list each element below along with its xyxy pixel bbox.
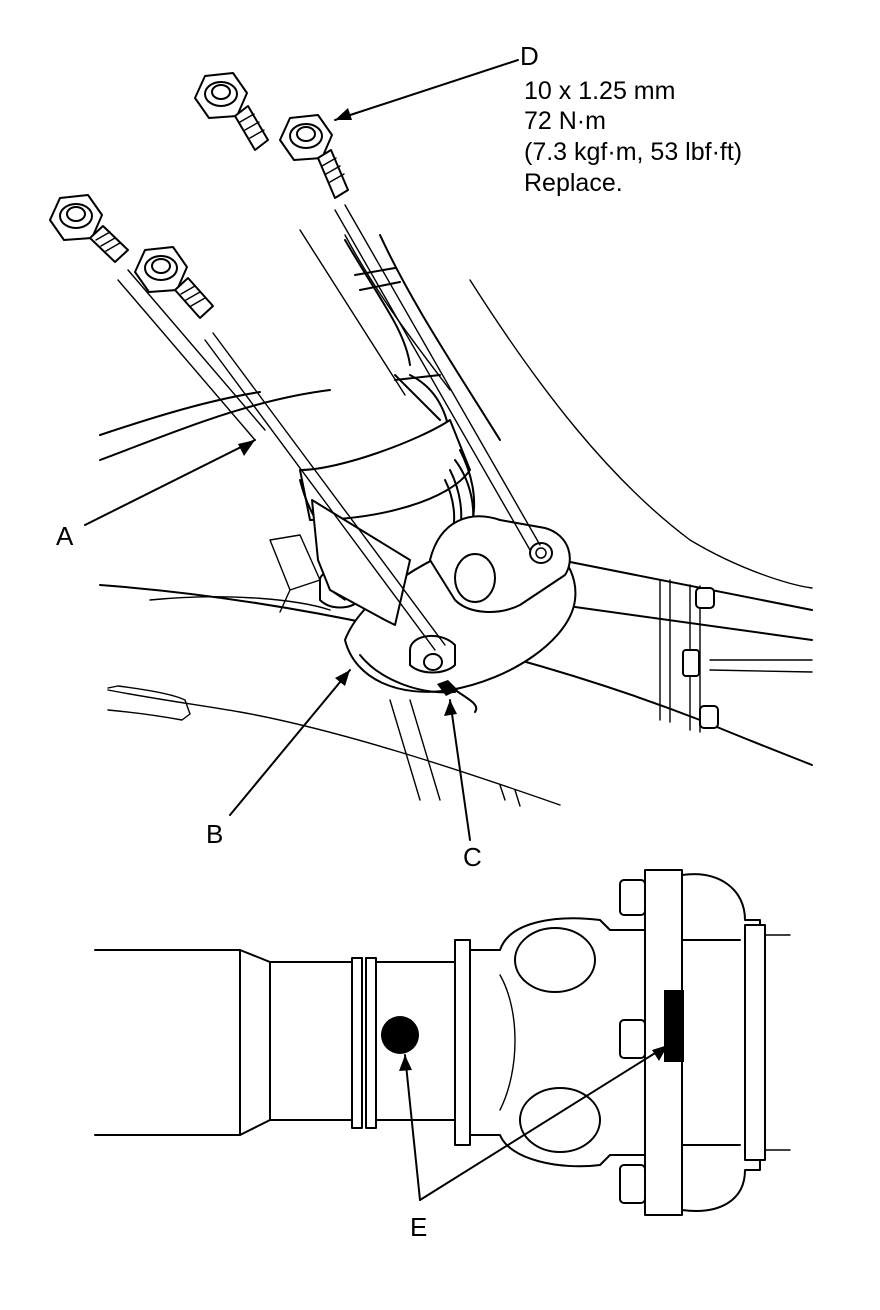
vehicle-underbody (99, 279, 813, 806)
bolt-1 (49, 194, 266, 441)
bolt-spec: 10 x 1.25 mm 72 N·m (7.3 kgf·m, 53 lbf·f… (524, 77, 742, 197)
bracket-a (311, 499, 411, 626)
bolt-2 (134, 246, 446, 651)
alignment-view (94, 869, 791, 1216)
bolt-torque-alt: (7.3 kgf·m, 53 lbf·ft) (524, 138, 742, 166)
exhaust-lines (389, 699, 521, 807)
paint-mark-shaft (381, 1016, 419, 1054)
bolt-torque-nm: 72 N·m (524, 107, 606, 135)
bolt-4 (279, 114, 541, 551)
callout-a: A (56, 521, 74, 551)
leader-lines-top (84, 59, 519, 841)
callout-b: B (206, 819, 223, 849)
frame-rail (524, 559, 813, 733)
bolt-note: Replace. (524, 169, 623, 197)
bolt-3 (194, 72, 269, 151)
callout-e: E (410, 1212, 427, 1242)
bolt-size: 10 x 1.25 mm (524, 77, 675, 105)
callout-d: D (520, 41, 539, 71)
propeller-shaft (299, 229, 501, 561)
installation-view (49, 59, 813, 841)
callout-c: C (463, 842, 482, 872)
paint-mark-flange (664, 990, 684, 1062)
